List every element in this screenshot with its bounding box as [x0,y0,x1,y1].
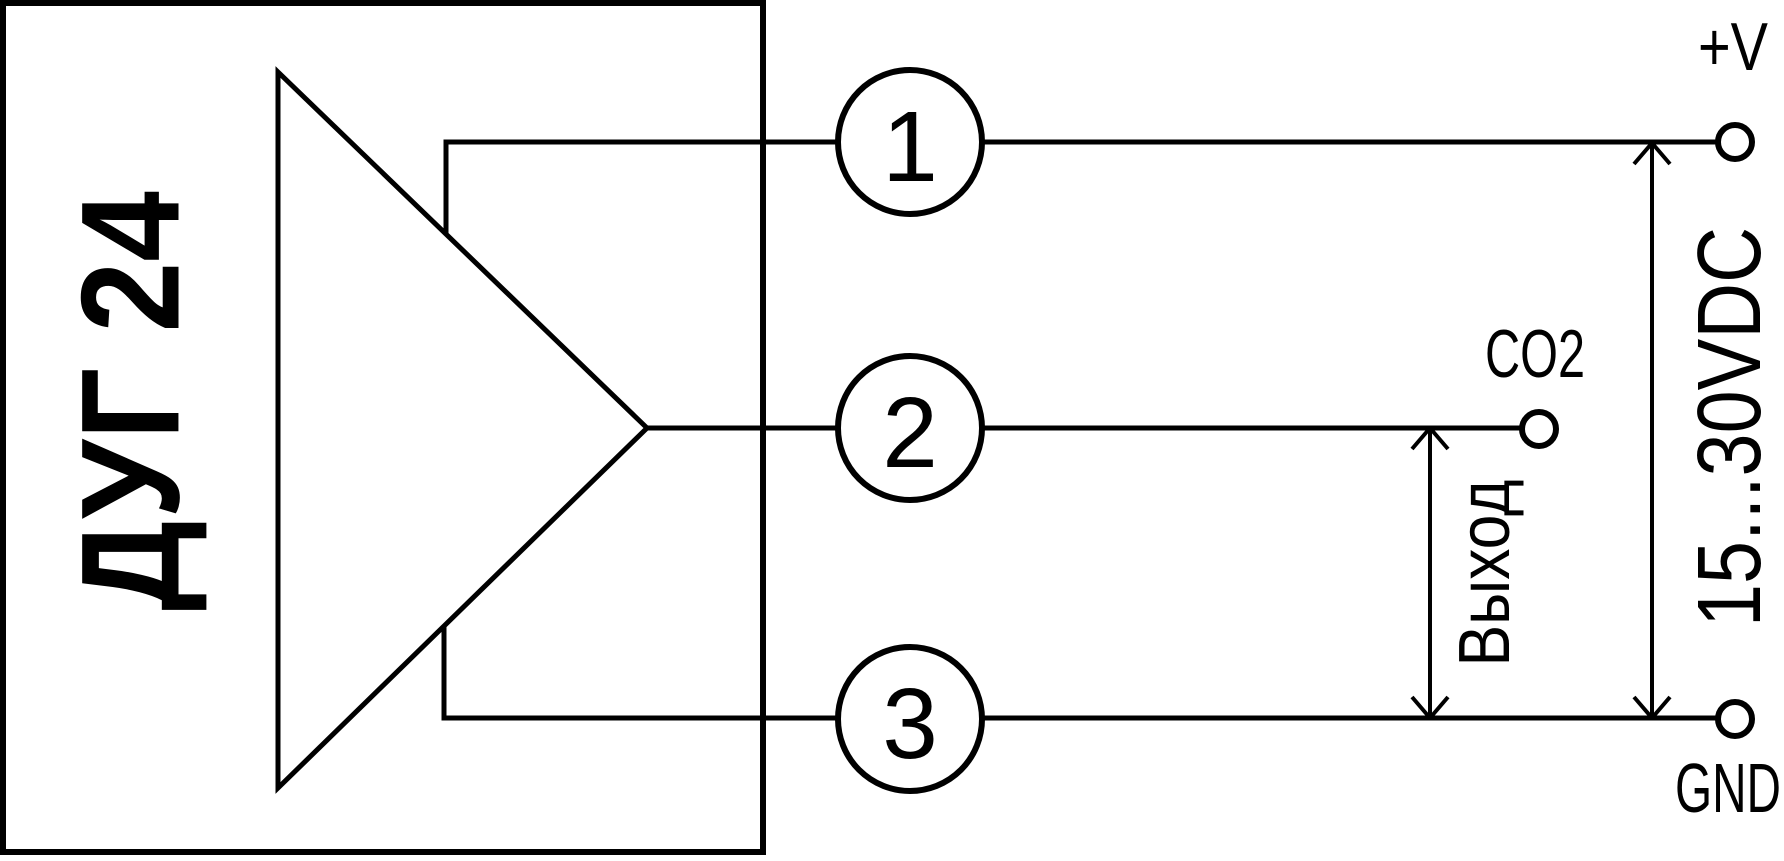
pin-circle-2 [835,353,985,503]
terminal-point-gnd [1715,699,1755,739]
supply-dimension-arrow-bottom [1632,695,1672,720]
output-dimension-arrow-top [1410,426,1450,451]
gnd-label: GND [1675,749,1781,827]
device-label: ДУГ 24 [52,191,209,611]
pin-3-number: 3 [882,668,938,780]
output-label: Выход [1445,480,1525,667]
terminal-point-co2 [1519,409,1559,449]
wire-pin3-to-gnd [441,627,1717,721]
pin-circle-3 [835,644,985,794]
output-dimension-arrow-bottom [1410,695,1450,720]
plusv-label: +V [1698,9,1769,85]
pin-1-number: 1 [882,91,938,203]
terminal-point-plusv [1715,122,1755,162]
pin-2-number: 2 [882,377,938,489]
wire-pin1-to-plusv [443,139,1717,235]
pin-circle-1 [835,67,985,217]
supply-voltage-label: 15...30VDC [1680,227,1780,627]
co2-label: CO2 [1485,316,1585,392]
supply-dimension-arrow-top [1632,141,1672,166]
amplifier-triangle [275,66,651,794]
